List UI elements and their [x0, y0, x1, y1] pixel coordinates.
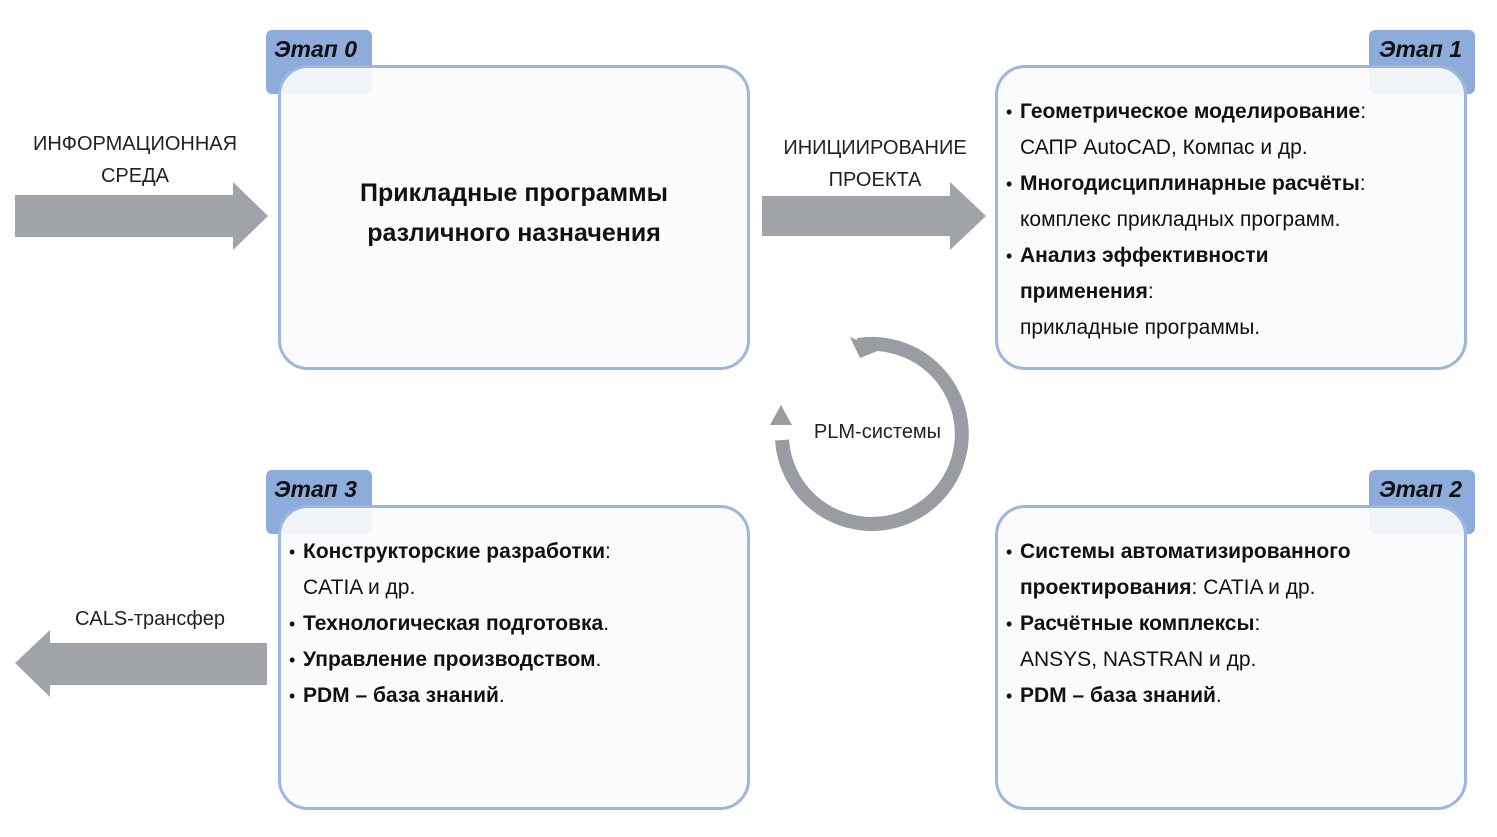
item-tail: :: [1254, 612, 1261, 635]
item-rest: CATIA и др.: [303, 576, 416, 599]
item-rest: прикладные программы.: [1020, 316, 1261, 339]
stage-0-box: Прикладные программы различного назначен…: [278, 65, 750, 370]
list-item: PDM – база знаний.: [1002, 678, 1464, 714]
list-item: Управление производством.: [285, 642, 747, 678]
item-rest: комплекс прикладных программ.: [1020, 208, 1341, 231]
item-tail: .: [603, 612, 610, 635]
item-rest: САПР AutoCAD, Компас и др.: [1020, 136, 1308, 159]
input-label-line: СРЕДА: [100, 165, 169, 187]
list-item: Анализ эффективности применения: прикладн…: [1002, 238, 1340, 346]
stage-2-list: Системы автоматизированного проектирован…: [1002, 534, 1464, 714]
item-rest: ANSYS, NASTRAN и др.: [1020, 648, 1257, 671]
item-bold: Системы автоматизированного проектирован…: [1020, 540, 1351, 599]
item-bold: PDM – база знаний: [1020, 684, 1216, 707]
list-item: Технологическая подготовка.: [285, 606, 747, 642]
item-tail: .: [595, 648, 602, 671]
stage-3-box: Конструкторские разработки: CATIA и др. Т…: [278, 505, 750, 810]
init-label-line: ИНИЦИИРОВАНИЕ: [783, 137, 967, 159]
stage-1-list: Геометрическое моделирование: САПР AutoCA…: [1002, 94, 1464, 346]
input-arrow: [15, 182, 268, 250]
stage-1-box: Геометрическое моделирование: САПР AutoCA…: [995, 65, 1467, 370]
list-item: Расчётные комплексы: ANSYS, NASTRAN и др.: [1002, 606, 1464, 678]
item-tail: : CATIA и др.: [1191, 576, 1316, 599]
list-item: Геометрическое моделирование: САПР AutoCA…: [1002, 94, 1464, 166]
initiation-arrow: [762, 182, 986, 250]
cycle-label: PLM-системы: [813, 421, 942, 443]
stage-3-list: Конструкторские разработки: CATIA и др. Т…: [285, 534, 747, 714]
list-item: PDM – база знаний.: [285, 678, 747, 714]
stage-0-title: Прикладные программы различного назначен…: [281, 173, 747, 253]
item-tail: :: [1147, 280, 1154, 303]
stage-2-box: Системы автоматизированного проектирован…: [995, 505, 1467, 810]
title-line: различного назначения: [367, 219, 661, 247]
item-bold: Расчётные комплексы: [1020, 612, 1255, 635]
init-label-line: ПРОЕКТА: [828, 169, 922, 191]
input-label-line: ИНФОРМАЦИОННАЯ: [32, 133, 238, 155]
item-tail: :: [1359, 172, 1366, 195]
item-tail: :: [605, 540, 611, 563]
list-item: Системы автоматизированного проектирован…: [1002, 534, 1440, 606]
title-line: Прикладные программы: [360, 179, 668, 207]
item-bold: Конструкторские разработки: [303, 540, 605, 563]
input-label: ИНФОРМАЦИОННАЯ СРЕДА: [10, 128, 260, 192]
item-bold: Технологическая подготовка: [303, 612, 604, 635]
cycle-arrow-icon: [770, 336, 969, 531]
item-bold: Анализ эффективности применения: [1020, 244, 1269, 303]
list-item: Многодисциплинарные расчёты: комплекс при…: [1002, 166, 1464, 238]
item-bold: PDM – база знаний: [303, 684, 499, 707]
item-bold: Управление производством: [303, 648, 596, 671]
output-label: CALS-трансфер: [74, 608, 226, 630]
item-tail: .: [1215, 684, 1222, 707]
init-label: ИНИЦИИРОВАНИЕ ПРОЕКТА: [760, 132, 990, 196]
item-tail: :: [1360, 100, 1367, 123]
item-tail: .: [498, 684, 505, 707]
item-bold: Геометрическое моделирование: [1020, 100, 1361, 123]
item-bold: Многодисциплинарные расчёты: [1020, 172, 1360, 195]
output-arrow: [15, 630, 267, 697]
list-item: Конструкторские разработки: CATIA и др.: [285, 534, 747, 606]
